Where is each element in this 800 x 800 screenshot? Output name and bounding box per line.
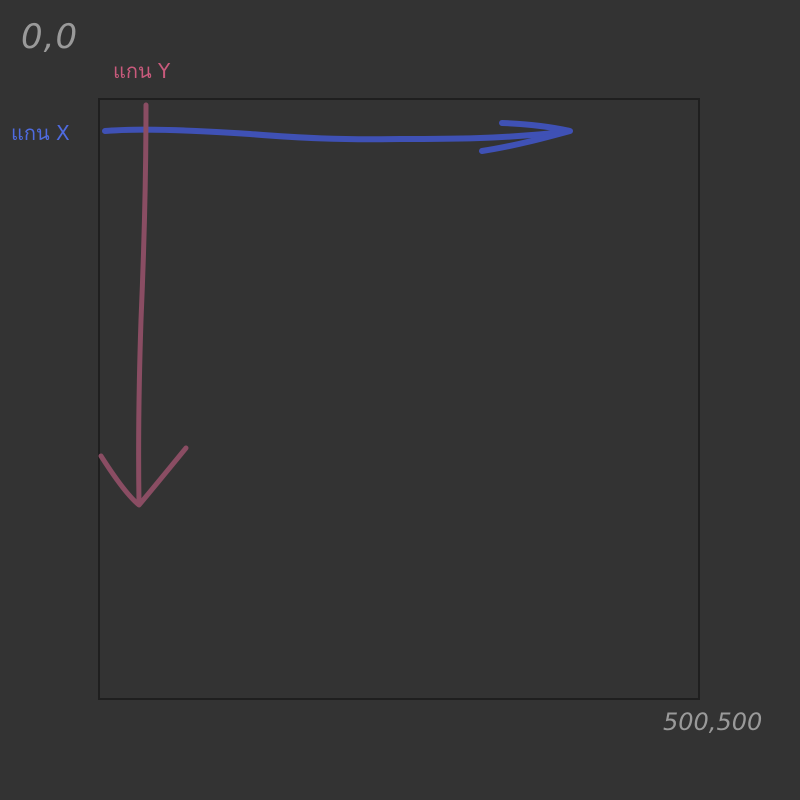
end-coordinate-label: 500,500 bbox=[663, 708, 763, 736]
axis-y-label: แกน Y bbox=[113, 59, 171, 83]
axis-x-label: แกน X bbox=[11, 121, 70, 145]
drawing-area bbox=[98, 98, 700, 700]
origin-label: 0,0 bbox=[21, 17, 79, 57]
